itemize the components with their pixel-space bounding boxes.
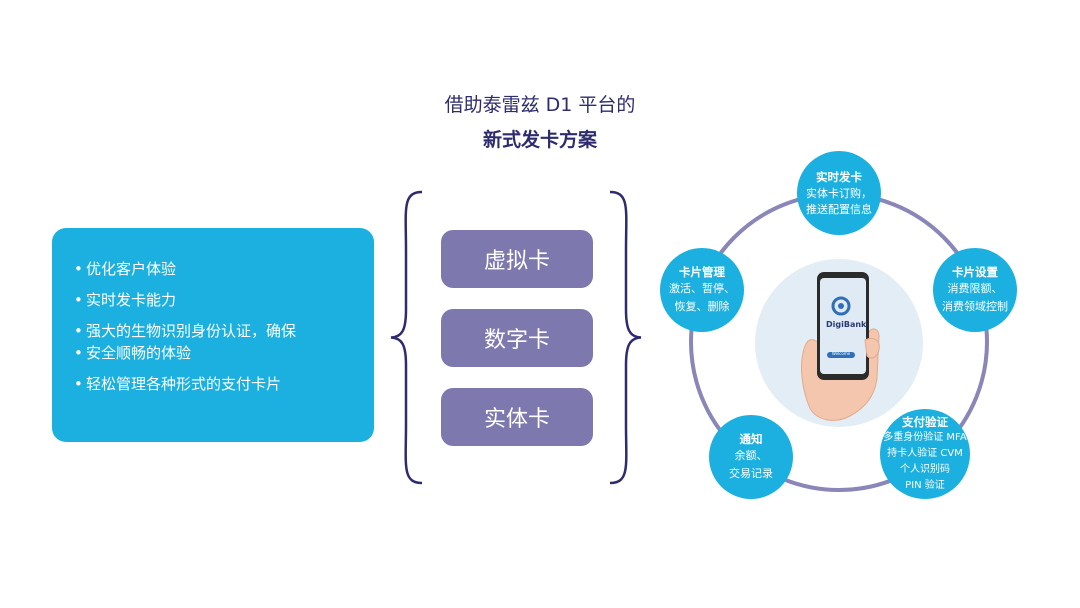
phone-app-name: DigiBank: [826, 320, 867, 329]
node-title: 卡片设置: [952, 265, 998, 279]
node-title: 实时发卡: [816, 170, 862, 184]
card-type-digital: 数字卡: [441, 309, 593, 367]
node-desc: 交易记录: [729, 467, 773, 480]
node-desc: 消费领域控制: [942, 300, 1008, 313]
node-realtime-issuance: 实时发卡 实体卡订购， 推送配置信息: [797, 151, 881, 235]
card-type-physical: 实体卡: [441, 388, 593, 446]
node-desc: 多重身份验证 MFA: [883, 432, 967, 443]
node-desc: 持卡人验证 CVM: [887, 448, 963, 459]
node-desc: 实体卡订购，: [806, 187, 872, 200]
node-desc: 余额、: [734, 449, 768, 462]
node-notification: 通知 余额、 交易记录: [709, 415, 793, 499]
feature-item: 强大的生物识别身份认证，确保: [74, 320, 352, 342]
card-type-virtual: 虚拟卡: [441, 230, 593, 288]
node-desc: PIN 验证: [905, 480, 945, 491]
phone-welcome-button: Welcome: [831, 351, 851, 356]
node-desc: 消费限额、: [947, 282, 1003, 295]
node-title: 卡片管理: [679, 265, 725, 279]
node-desc: 推送配置信息: [806, 203, 872, 216]
diagram-title-line2: 新式发卡方案: [482, 129, 597, 151]
right-brace: [609, 190, 642, 485]
feature-item: 轻松管理各种形式的支付卡片: [74, 373, 352, 395]
feature-item-continuation: 安全顺畅的体验: [74, 342, 352, 364]
left-brace: [390, 190, 423, 485]
node-title: 通知: [739, 432, 763, 446]
feature-item: 实时发卡能力: [74, 289, 352, 311]
node-title: 支付验证: [902, 415, 948, 429]
phone-in-hand-illustration: [801, 272, 880, 421]
node-desc: 恢复、删除: [674, 300, 730, 313]
diagram-title-line1: 借助泰雷兹 D1 平台的: [444, 94, 636, 116]
node-card-settings: 卡片设置 消费限额、 消费领域控制: [933, 248, 1017, 332]
node-desc: 激活、暂停、: [669, 282, 735, 295]
node-desc: 个人识别码: [900, 464, 950, 475]
feature-item: 优化客户体验: [74, 258, 352, 280]
node-card-management: 卡片管理 激活、暂停、 恢复、删除: [660, 248, 744, 332]
node-payment-auth: 支付验证 多重身份验证 MFA 持卡人验证 CVM 个人识别码 PIN 验证: [880, 409, 970, 499]
feature-list-panel: 优化客户体验 实时发卡能力 强大的生物识别身份认证，确保 安全顺畅的体验 轻松管…: [52, 228, 374, 442]
